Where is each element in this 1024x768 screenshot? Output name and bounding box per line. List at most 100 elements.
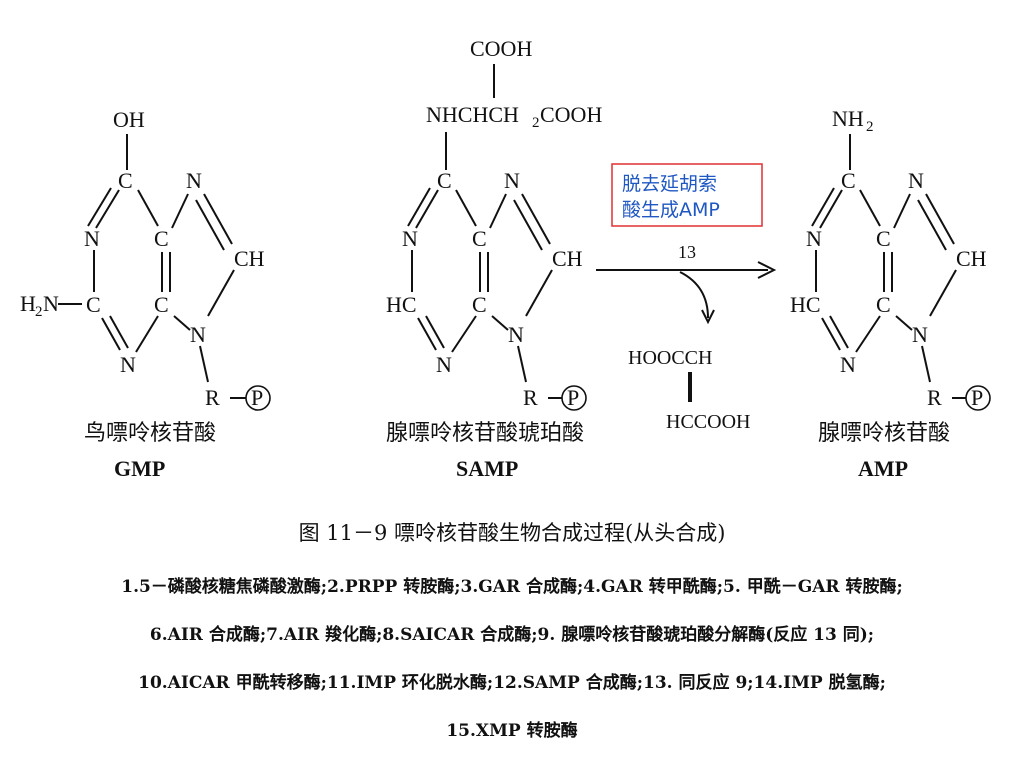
gmp-h2n-sub: 2 [35,304,43,320]
gmp-structure: OH C N N C CH H 2 N C C N N R P 鸟嘌呤核苷酸 G… [20,107,271,481]
gmp-h2n-h: H [20,291,36,316]
samp-p: P [567,385,579,410]
amp-bond-c2-n3 [821,317,841,351]
samp-bond-c8-n9 [525,269,553,317]
gmp-c5: C [154,226,169,251]
amp-bond-c6-c5 [859,189,881,227]
samp-n7: N [504,168,520,193]
gmp-bond-n9-r [199,345,209,383]
gmp-bond-n7-c8 [203,193,233,245]
samp-bond-n3-c4 [451,315,477,353]
gmp-n9: N [190,322,206,347]
samp-n9: N [508,322,524,347]
amp-ch8: CH [956,246,987,271]
reaction-step: 脱去延胡索 酸生成AMP 13 HOOCCH HCCOOH [596,163,777,433]
gmp-bond-c4-n9 [173,315,191,331]
reaction-note-box [611,163,763,227]
gmp-bond-c6-n1 [95,189,120,229]
gmp-bond-n3-c4 [135,315,159,353]
amp-bond-c5-n7 [893,193,911,229]
samp-r: R [523,385,538,410]
amp-bond-n7-c8-double [917,199,947,251]
byproduct-line1: HOOCCH [628,347,712,369]
amp-abbr: AMP [858,456,908,481]
amp-bond-c2-n3-double [829,315,849,349]
samp-ch8: CH [552,246,583,271]
gmp-phosphate-circle [245,385,271,411]
samp-c4: C [472,292,487,317]
gmp-c2: C [86,292,101,317]
gmp-bond-c6-c5 [137,189,159,227]
amp-c5: C [876,226,891,251]
samp-side-chain-a: NHCHCH [426,102,519,127]
gmp-bond-c2-n3 [101,317,121,351]
amp-n1: N [806,226,822,251]
byproduct-line2: HCCOOH [666,411,750,433]
samp-bond-c2-n3-double [425,315,445,349]
gmp-n3: N [120,352,136,377]
samp-phosphate-circle [561,385,587,411]
gmp-p: P [251,385,263,410]
gmp-c6: C [118,168,133,193]
caption-line-3: 10.AICAR 甲酰转移酶;11.IMP 环化脱水酶;12.SAMP 合成酶;… [138,672,886,693]
amp-nh2-sub: 2 [866,119,874,135]
reaction-note-line1: 脱去延胡索 [622,173,717,195]
gmp-n1: N [84,226,100,251]
amp-bond-n3-c4 [855,315,881,353]
caption-line-2: 6.AIR 合成酶;7.AIR 羧化酶;8.SAICAR 合成酶;9. 腺嘌呤核… [150,624,874,645]
caption-line-1: 1.5－磷酸核糖焦磷酸激酶;2.PRPP 转胺酶;3.GAR 合成酶;4.GAR… [121,576,903,597]
samp-bond-n9-r [517,345,527,383]
samp-side-chain-b: COOH [540,102,602,127]
reaction-step-number: 13 [678,242,696,262]
reaction-note-line2: 酸生成AMP [622,199,720,221]
samp-bond-n7-c8 [521,193,551,245]
gmp-bond-c5-n7 [171,193,189,229]
amp-c6: C [841,168,856,193]
samp-bond-c4-n9 [491,315,509,331]
gmp-n7: N [186,168,202,193]
samp-bond-c2-n3 [417,317,437,351]
gmp-bond-c8-n9 [207,269,235,317]
samp-name-cn: 腺嘌呤核苷酸琥珀酸 [386,421,584,446]
amp-name-cn: 腺嘌呤核苷酸 [818,421,950,446]
samp-c5: C [472,226,487,251]
amp-p: P [971,385,983,410]
caption-line-4: 15.XMP 转胺酶 [446,720,577,741]
samp-side-chain-sub: 2 [532,115,540,131]
amp-nh2: NH [832,106,864,131]
amp-bond-n7-c8 [925,193,955,245]
gmp-ch8: CH [234,246,265,271]
samp-c6: C [437,168,452,193]
samp-n1: N [402,226,418,251]
amp-c4: C [876,292,891,317]
byproduct-curved-arrow [679,271,709,319]
amp-bond-c6-n1-double [811,187,835,227]
gmp-c4: C [154,292,169,317]
samp-cooh-top: COOH [470,36,532,61]
amp-bond-n9-r [921,345,931,383]
samp-bond-c6-n1 [415,189,439,229]
gmp-abbr: GMP [114,456,165,481]
gmp-bond-n7-c8-double [195,199,225,251]
samp-bond-c5-n7 [489,193,507,229]
amp-n9: N [912,322,928,347]
samp-bond-c6-c5 [455,189,477,227]
figure-caption: 图 11－9 嘌呤核苷酸生物合成过程(从头合成) 1.5－磷酸核糖焦磷酸激酶;2… [121,521,903,741]
samp-abbr: SAMP [456,456,518,481]
amp-structure: NH 2 C N N C CH HC C N N R P 腺嘌呤核苷酸 AMP [790,106,991,481]
amp-bond-c4-n9 [895,315,913,331]
samp-bond-c6-n1-double [407,187,431,227]
byproduct-arrow-head [701,309,715,325]
samp-structure: COOH NHCHCH 2 COOH C N N C CH HC C N N R [386,36,602,481]
gmp-oh: OH [113,107,145,132]
amp-n7: N [908,168,924,193]
gmp-name-cn: 鸟嘌呤核苷酸 [84,421,216,446]
caption-title: 图 11－9 嘌呤核苷酸生物合成过程(从头合成) [299,521,726,545]
amp-phosphate-circle [965,385,991,411]
samp-bond-n7-c8-double [513,199,543,251]
samp-n3: N [436,352,452,377]
amp-bond-c8-n9 [929,269,957,317]
gmp-bond-c6-n1-double [87,187,112,227]
amp-n3: N [840,352,856,377]
